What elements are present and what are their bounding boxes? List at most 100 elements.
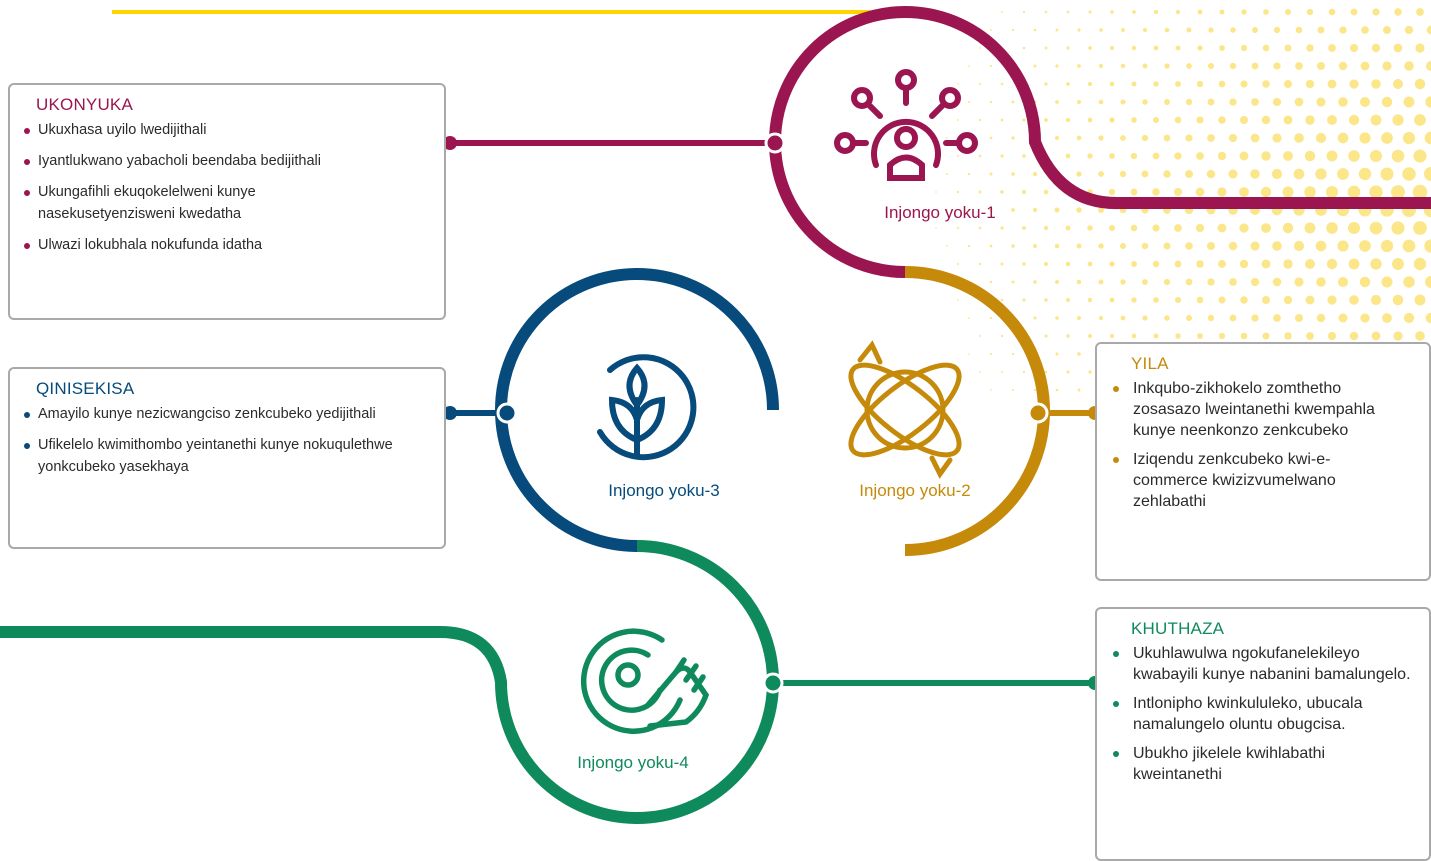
halftone-dot xyxy=(1098,63,1104,69)
halftone-dot xyxy=(1350,8,1358,16)
halftone-dot xyxy=(1391,221,1405,235)
halftone-dot xyxy=(1000,82,1004,86)
halftone-dot xyxy=(1371,79,1381,89)
halftone-dot xyxy=(1098,171,1104,177)
halftone-dot xyxy=(1415,331,1425,341)
connector-node xyxy=(1027,402,1049,424)
halftone-dot xyxy=(979,371,981,373)
halftone-dot xyxy=(1283,151,1293,161)
halftone-dot xyxy=(1218,80,1226,88)
goal-4-path xyxy=(0,540,779,824)
halftone-dot xyxy=(990,389,992,391)
halftone-dot xyxy=(1033,388,1037,392)
halftone-dot xyxy=(1000,334,1004,338)
card-title: QINISEKISA xyxy=(36,379,135,398)
list-item: Ukuhlawulwa ngokufanelekileyo kwabayili … xyxy=(1113,643,1417,685)
halftone-dot xyxy=(1097,206,1105,214)
connector-dot xyxy=(443,136,457,150)
halftone-dot xyxy=(1263,9,1269,15)
halftone-dot xyxy=(1229,278,1237,286)
halftone-dot xyxy=(1022,298,1026,302)
halftone-dot xyxy=(1011,136,1015,140)
bullet-icon xyxy=(1113,651,1119,657)
halftone-dot xyxy=(1295,26,1303,34)
halftone-dot xyxy=(1304,222,1316,234)
halftone-dot xyxy=(1392,258,1404,270)
list-item: Ubukho jikelele kwihlabathi kweintanethi xyxy=(1113,743,1417,785)
halftone-dot xyxy=(1044,370,1048,374)
halftone-dot xyxy=(1022,262,1026,266)
halftone-dot xyxy=(1217,187,1227,197)
halftone-dot xyxy=(1260,186,1272,198)
halftone-dot xyxy=(1239,115,1249,125)
halftone-dot xyxy=(1044,82,1048,86)
halftone-dot xyxy=(1032,171,1038,177)
halftone-dot xyxy=(1196,116,1204,124)
halftone-dot xyxy=(989,64,993,68)
halftone-dot xyxy=(957,119,959,121)
halftone-dot xyxy=(1044,46,1048,50)
halftone-dot xyxy=(1262,80,1270,88)
halftone-dot xyxy=(1000,118,1004,122)
halftone-dot xyxy=(1305,259,1315,269)
halftone-dot xyxy=(1305,295,1315,305)
halftone-dot xyxy=(1120,99,1126,105)
hand-disc-icon xyxy=(580,628,710,734)
halftone-dot xyxy=(1218,296,1226,304)
halftone-dot xyxy=(1163,170,1171,178)
halftone-dot xyxy=(1207,134,1215,142)
halftone-dot xyxy=(1402,239,1416,253)
halftone-dot xyxy=(1283,295,1293,305)
halftone-dot xyxy=(1152,116,1160,124)
halftone-dot xyxy=(1141,134,1149,142)
halftone-dot xyxy=(1293,168,1305,180)
halftone-dot xyxy=(1065,225,1071,231)
card-ukonyuka: UKONYUKA Ukuxhasa uyilo lwedijithali Iya… xyxy=(8,83,446,320)
halftone-dot xyxy=(1186,63,1192,69)
halftone-dot xyxy=(1381,276,1393,288)
list-item: Iziqendu zenkcubeko kwi-e-commerce kwizi… xyxy=(1113,449,1403,512)
halftone-dot xyxy=(1394,8,1402,16)
halftone-dot xyxy=(1208,27,1214,33)
halftone-dot xyxy=(978,118,982,122)
halftone-dot xyxy=(1380,239,1394,253)
halftone-dot xyxy=(1250,241,1260,251)
halftone-dot xyxy=(1087,117,1093,123)
halftone-dot xyxy=(1087,261,1093,267)
halftone-dot xyxy=(1372,8,1380,16)
halftone-dot xyxy=(1120,243,1126,249)
halftone-dot xyxy=(1284,80,1292,88)
halftone-dot xyxy=(1164,99,1170,105)
halftone-dot xyxy=(1413,149,1427,163)
halftone-dot xyxy=(1326,258,1338,270)
halftone-dot xyxy=(1328,8,1336,16)
halftone-dot xyxy=(1217,151,1227,161)
halftone-dot xyxy=(1000,370,1004,374)
goal-3-label: Injongo yoku-3 xyxy=(608,481,720,500)
halftone-dot xyxy=(1359,240,1371,252)
halftone-dot xyxy=(1066,334,1070,338)
halftone-dot xyxy=(1261,115,1271,125)
halftone-dot xyxy=(1121,28,1125,32)
halftone-dot xyxy=(1358,167,1372,181)
halftone-dot xyxy=(1360,313,1370,323)
halftone-dot xyxy=(1044,118,1048,122)
halftone-dot xyxy=(1011,172,1015,176)
halftone-dot xyxy=(967,244,971,248)
halftone-dot xyxy=(1087,153,1093,159)
halftone-dot xyxy=(957,83,959,85)
halftone-dot xyxy=(1315,168,1327,180)
halftone-dot xyxy=(935,191,937,193)
halftone-dot xyxy=(1382,61,1392,71)
halftone-dot xyxy=(1065,153,1071,159)
halftone-dot xyxy=(1055,28,1059,32)
halftone-dot xyxy=(1033,28,1037,32)
halftone-dot xyxy=(1272,97,1282,107)
halftone-dot xyxy=(1077,316,1081,320)
halftone-dot xyxy=(1033,244,1037,248)
halftone-dot xyxy=(1000,190,1004,194)
halftone-dot xyxy=(1403,276,1415,288)
list-item: Ukuxhasa uyilo lwedijithali xyxy=(24,119,432,141)
halftone-dot xyxy=(1153,9,1159,15)
halftone-dot xyxy=(1392,294,1404,306)
